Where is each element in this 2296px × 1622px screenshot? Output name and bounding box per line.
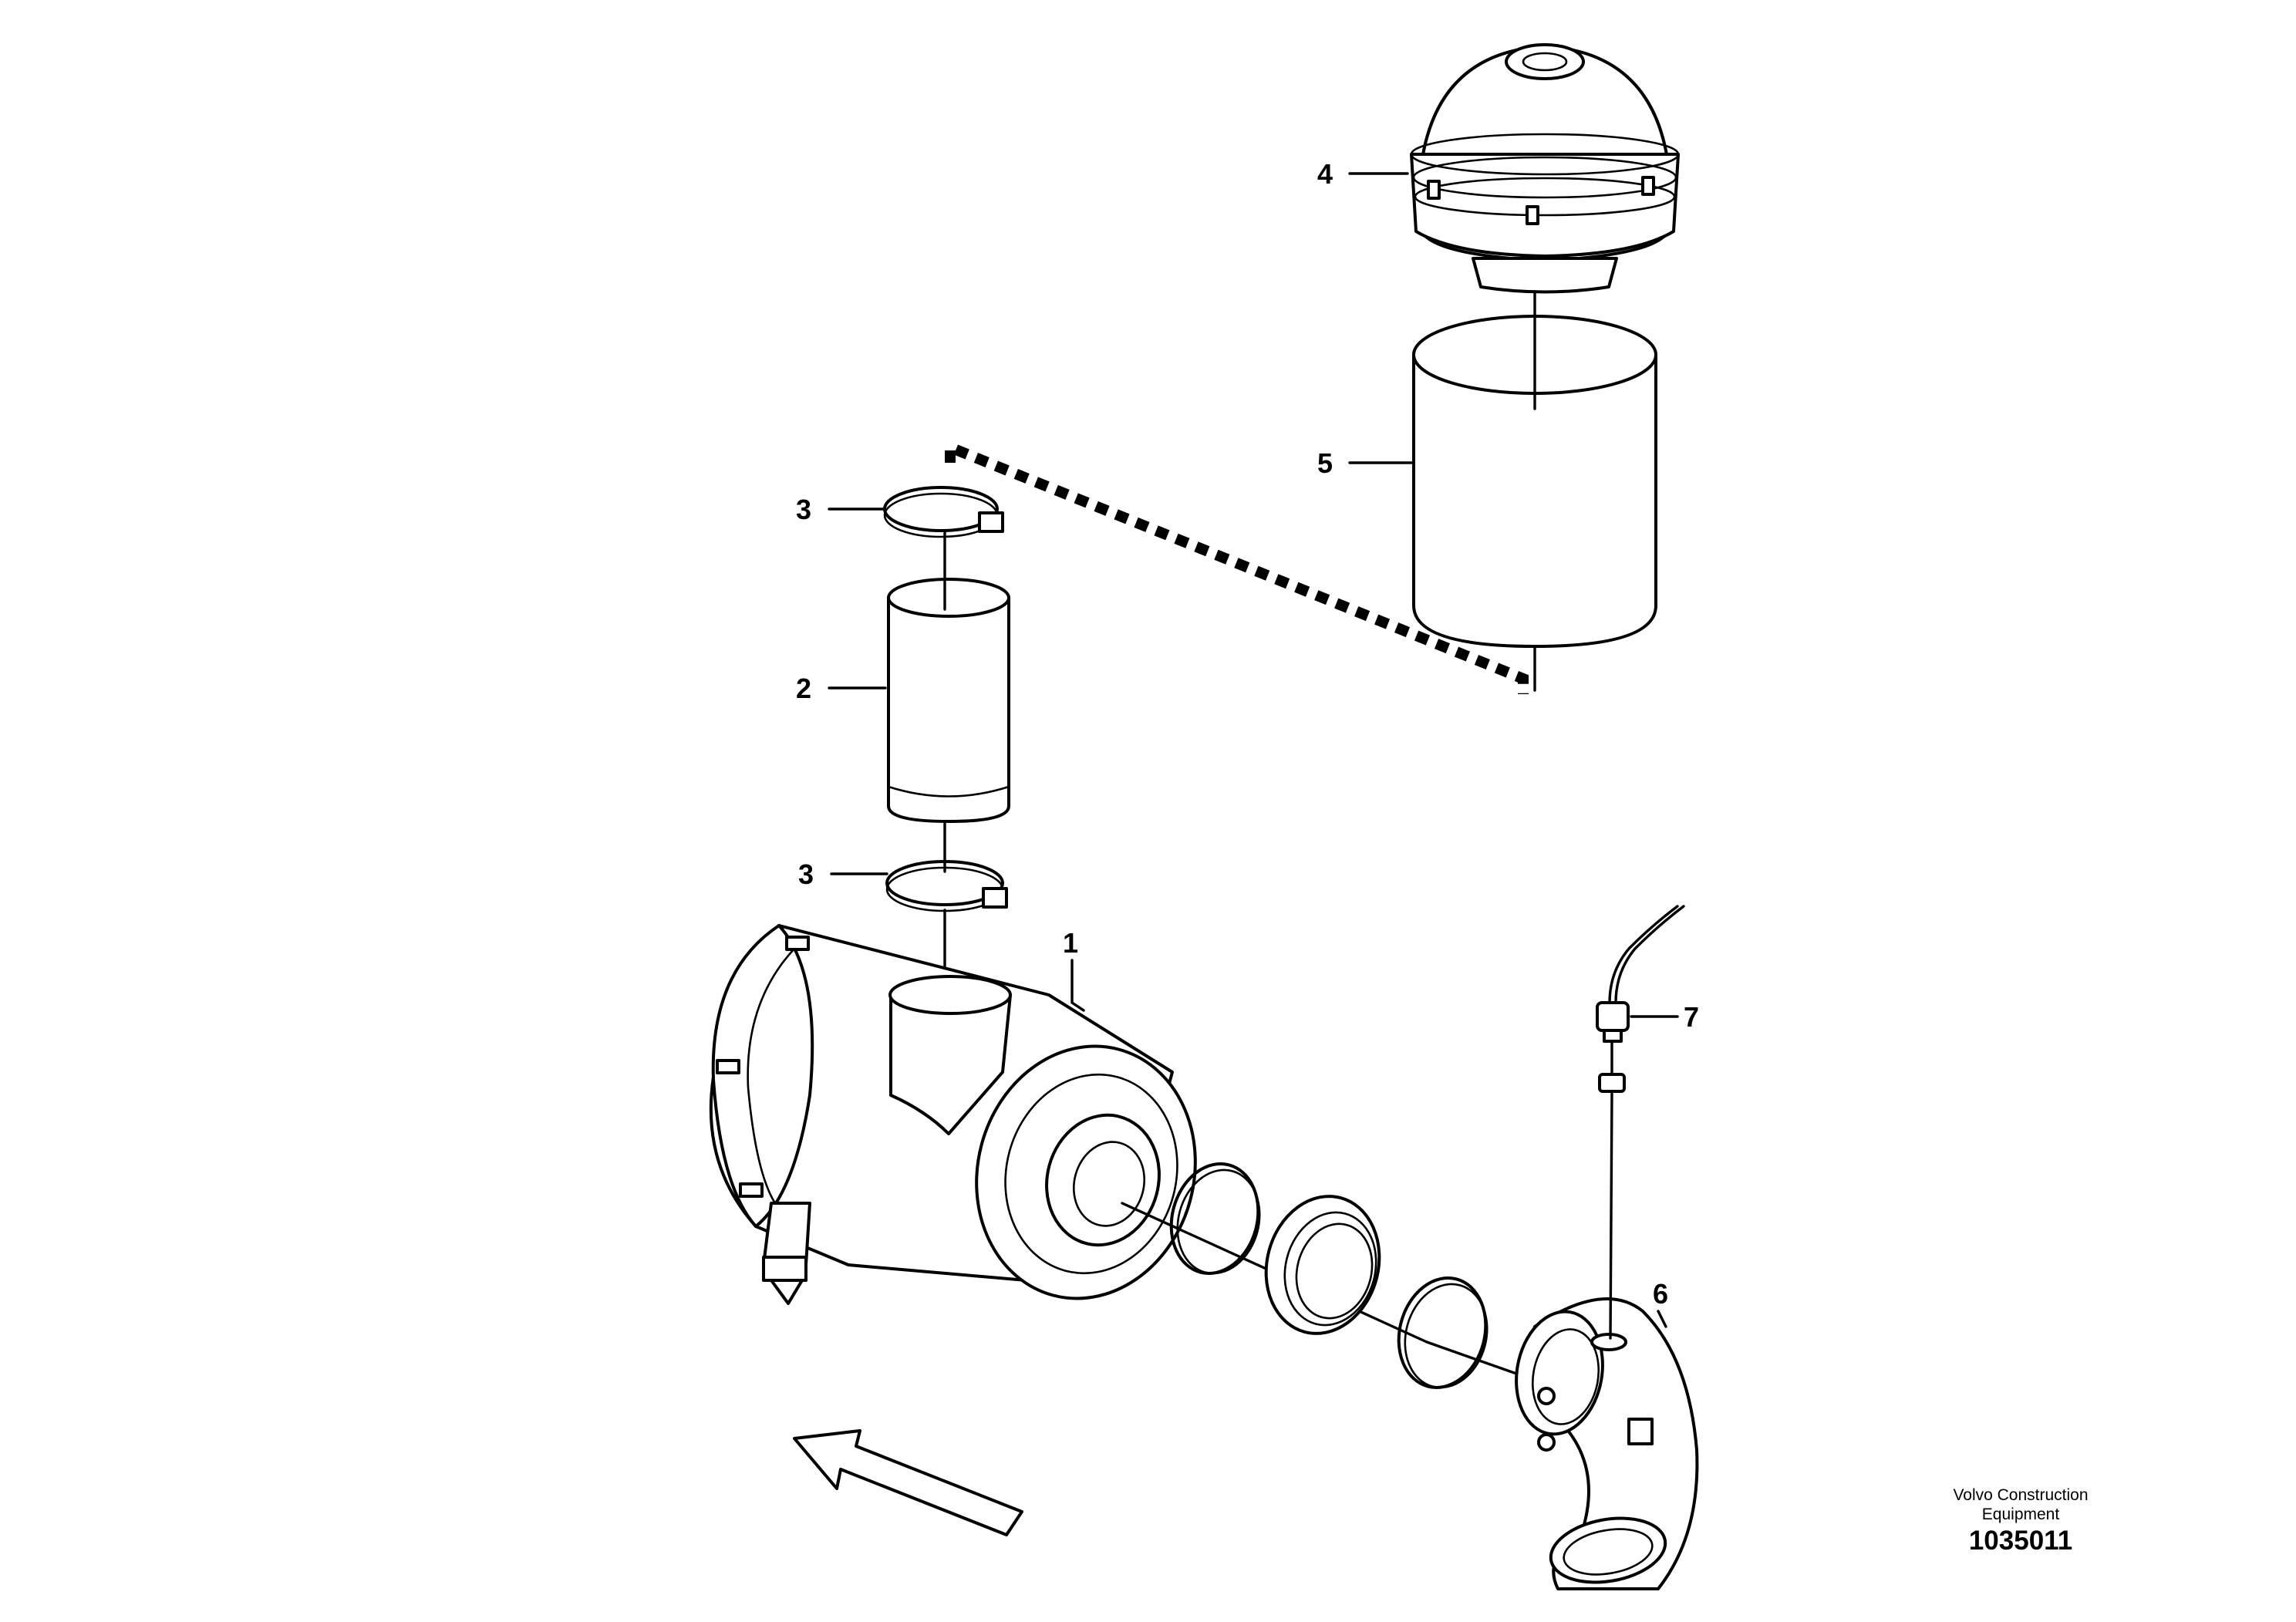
callout-5: 5	[1317, 447, 1333, 479]
callout-2: 2	[796, 673, 811, 704]
callout-4: 4	[1317, 158, 1333, 190]
lower-hose-clamp	[885, 860, 1008, 912]
leader-1	[1070, 959, 1085, 1012]
inner-filter-element	[887, 578, 1010, 823]
pressure-sensor	[1596, 905, 1685, 1093]
pre-cleaner-cap	[1410, 43, 1680, 294]
airflow-direction-arrow-icon	[793, 1429, 1023, 1536]
outlet-clamp	[1169, 1162, 1260, 1275]
upper-hose-clamp	[883, 486, 1004, 538]
assembly-line-7b	[1609, 1092, 1613, 1340]
manufacturer-line-2: Equipment	[1981, 1506, 2060, 1523]
drawing-number: 1035011	[1968, 1526, 2073, 1556]
callout-7: 7	[1684, 1001, 1699, 1033]
callout-1: 1	[1063, 927, 1078, 959]
dashed-connection-line	[945, 439, 1529, 694]
callout-3-lower: 3	[798, 858, 814, 890]
connector-clamp	[1397, 1276, 1488, 1389]
rubber-connector	[1264, 1195, 1381, 1335]
manufacturer-caption: Volvo Construction Equipment	[1928, 1485, 2113, 1524]
callout-3-upper: 3	[796, 494, 811, 525]
leader-6	[1657, 1310, 1667, 1328]
manufacturer-line-1: Volvo Construction	[1953, 1486, 2089, 1504]
outlet-elbow	[1515, 1297, 1699, 1590]
callout-6: 6	[1653, 1278, 1668, 1310]
air-cleaner-housing	[709, 924, 1197, 1305]
